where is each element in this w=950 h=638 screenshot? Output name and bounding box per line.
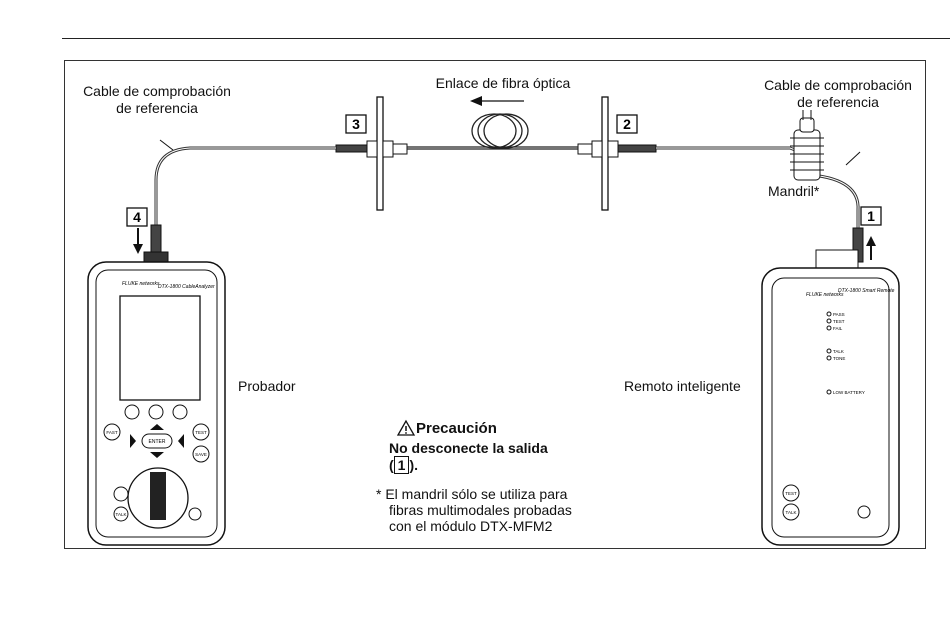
left-adapter [335,140,408,158]
arrow-left-icon [470,96,524,106]
tester-brand: FLUKE networks [122,281,160,287]
tester-enter-key: ENTER [149,439,166,445]
tester-label: Probador [238,378,296,394]
ref-cable-right-line2: de referencia [797,94,879,110]
caution-paren-close: ). [409,457,419,473]
note-line1: * El mandril sólo se utiliza para [376,486,572,502]
callout-1: 1 [860,206,882,226]
remote-model: DTX-1800 Smart Remote [838,288,895,294]
right-panel [601,96,609,211]
remote-device [761,249,900,546]
svg-text:3: 3 [352,116,360,132]
remote-led-test: TEST [833,319,845,324]
mandrel-note: * El mandril sólo se utiliza para fibras… [376,486,572,534]
diagram-frame [64,60,926,549]
note-line2: fibras multimodales probadas [389,502,572,518]
note-marker: * [376,486,382,502]
caution-title: Precaución [416,420,497,437]
left-panel [376,96,384,211]
ref-cable-left-line1: Cable de comprobación [83,83,231,99]
caution-title-text: Precaución [416,420,497,437]
svg-text:4: 4 [133,209,141,225]
callout-3: 3 [345,114,367,134]
remote-led-low-battery: LOW BATTERY [833,390,865,395]
remote-led-tone: TONE [833,356,845,361]
ref-cable-left-label: Cable de comprobación de referencia [72,83,242,117]
tester-model: DTX-1800 CableAnalyzer [158,284,215,290]
right-adapter [577,140,657,158]
note-line3: con el módulo DTX-MFM2 [389,518,553,534]
caution-text: No desconecte la salida (1). [389,440,548,474]
arrow-up-icon [866,236,876,260]
remote-led-talk: TALK [833,349,844,354]
ref-cable-right-label: Cable de comprobación de referencia [750,77,926,111]
remote-brand: FLUKE networks [806,292,844,298]
note-line1-text: El mandril sólo se utiliza para [385,486,568,502]
remote-led-fail: FAIL [833,326,843,331]
callout-4: 4 [126,207,148,227]
ref-cable-right-line1: Cable de comprobación [764,77,912,93]
left-reference-cable [154,146,336,232]
tester-key-talk: TALK [116,512,127,517]
remote-key-talk: TALK [786,510,797,515]
mandrel [790,110,824,181]
svg-text:2: 2 [623,116,631,132]
fiber-link-cable [407,113,578,150]
fiber-link-label: Enlace de fibra óptica [435,75,571,91]
header-rule [62,38,950,39]
tester-key-test: TEST [195,430,207,435]
callout-2: 2 [616,114,638,134]
remote-key-test: TEST [785,491,797,496]
caution-line1: No desconecte la salida [389,440,548,456]
remote-label: Remoto inteligente [624,378,741,394]
caution-paren-open: ( [389,457,394,473]
tester-device [87,261,226,546]
tester-key-save: SAVE [195,452,207,457]
caution-ref-box: 1 [393,456,410,474]
right-reference-cable [656,146,814,171]
tester-key-fast: FAST [106,430,118,435]
warning-triangle-icon [396,419,416,436]
remote-led-pass: PASS [833,312,845,317]
arrow-down-icon [133,228,143,254]
mandrel-label: Mandril* [768,183,820,199]
svg-text:1: 1 [867,208,875,224]
ref-cable-left-line2: de referencia [116,100,198,116]
caution-line2: (1). [389,456,548,474]
